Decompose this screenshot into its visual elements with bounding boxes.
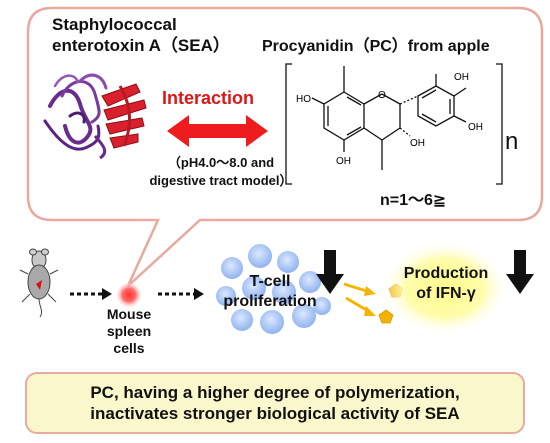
dotted-arrow-2 (158, 288, 204, 300)
sea-title-line1: Staphylococcal (52, 15, 177, 34)
structure-oh-right-bottom: OH (468, 122, 483, 133)
ifn-label-line2: of IFN-γ (416, 285, 476, 302)
dotted-arrow-1 (70, 288, 112, 300)
t-cell-cluster (216, 244, 331, 334)
ifn-label-line1: Production (403, 265, 489, 282)
n-range: n=1～6≧ (380, 192, 447, 209)
tcell-label-line1: T-cell (249, 273, 291, 290)
down-arrow-icon-2 (506, 250, 534, 294)
polymer-subscript: n (505, 128, 519, 155)
spleen-cell-icon (117, 283, 141, 307)
conclusion-line2: inactivates stronger biological activity… (90, 404, 460, 423)
conclusion-line1: PC, having a higher degree of polymeriza… (90, 383, 460, 402)
structure-oh-right-top: OH (454, 72, 469, 83)
sea-title-line2: enterotoxin A（SEA） (52, 36, 230, 55)
spleen-label-line1: Mouse (106, 306, 152, 322)
structure-oh-ring: OH (410, 138, 425, 149)
ifn-label: Production of IFN-γ (388, 264, 504, 304)
tcell-label: T-cell proliferation (200, 272, 340, 312)
pc-title: Procyanidin（PC）from apple (262, 38, 490, 55)
conditions-text: （pH4.0～8.0 and digestive tract model） (146, 154, 296, 190)
interaction-label: Interaction (162, 88, 255, 108)
structure-oh-bottom-a: OH (336, 156, 351, 167)
mouse-icon (19, 248, 59, 318)
tcell-label-line2: proliferation (223, 293, 317, 310)
structure-ho-top: HO (296, 94, 311, 105)
sea-title: Staphylococcal enterotoxin A（SEA） (52, 14, 230, 56)
spleen-label-line3: cells (113, 340, 145, 356)
double-arrow-icon (167, 115, 268, 147)
spleen-label: Mouse spleen cells (94, 306, 164, 357)
conditions-line2: digestive tract model） (149, 173, 293, 188)
structure-ring-o: O (378, 90, 386, 101)
conditions-line1: （pH4.0～8.0 and (167, 155, 275, 170)
down-arrow-icon-1 (316, 250, 344, 294)
conclusion-box: PC, having a higher degree of polymeriza… (25, 372, 525, 434)
spleen-label-line2: spleen (106, 323, 152, 339)
protein-structure-icon (43, 73, 147, 160)
procyanidin-structure: HO O OH OH OH OH (285, 63, 503, 185)
ifn-glow (381, 240, 509, 336)
